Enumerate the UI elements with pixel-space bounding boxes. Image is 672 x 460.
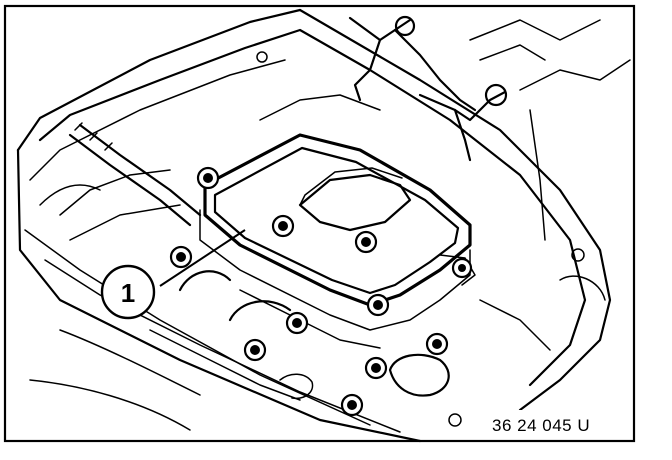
bolt <box>364 356 388 380</box>
bolt <box>451 257 473 279</box>
rib-strip <box>68 122 202 227</box>
linkage-detail <box>348 15 631 241</box>
bolt <box>271 214 295 238</box>
bolt <box>425 332 449 356</box>
cover-plate <box>199 133 472 349</box>
housing-outline <box>16 8 612 443</box>
bolt <box>169 245 193 269</box>
callout-1: 1 <box>100 229 246 320</box>
lower-detail <box>149 51 606 427</box>
bolt <box>366 293 390 317</box>
figure-reference-code: 36 24 045 U <box>492 416 590 435</box>
callout-circle <box>100 264 156 320</box>
callout-label: 1 <box>121 278 135 308</box>
bolt <box>285 311 309 335</box>
bolt <box>340 393 364 417</box>
illustration-frame <box>3 4 636 443</box>
bolt <box>354 230 378 254</box>
bolt-group <box>169 166 473 417</box>
bolt <box>243 338 267 362</box>
bolt <box>196 166 220 190</box>
callout-leader-line <box>159 229 246 287</box>
